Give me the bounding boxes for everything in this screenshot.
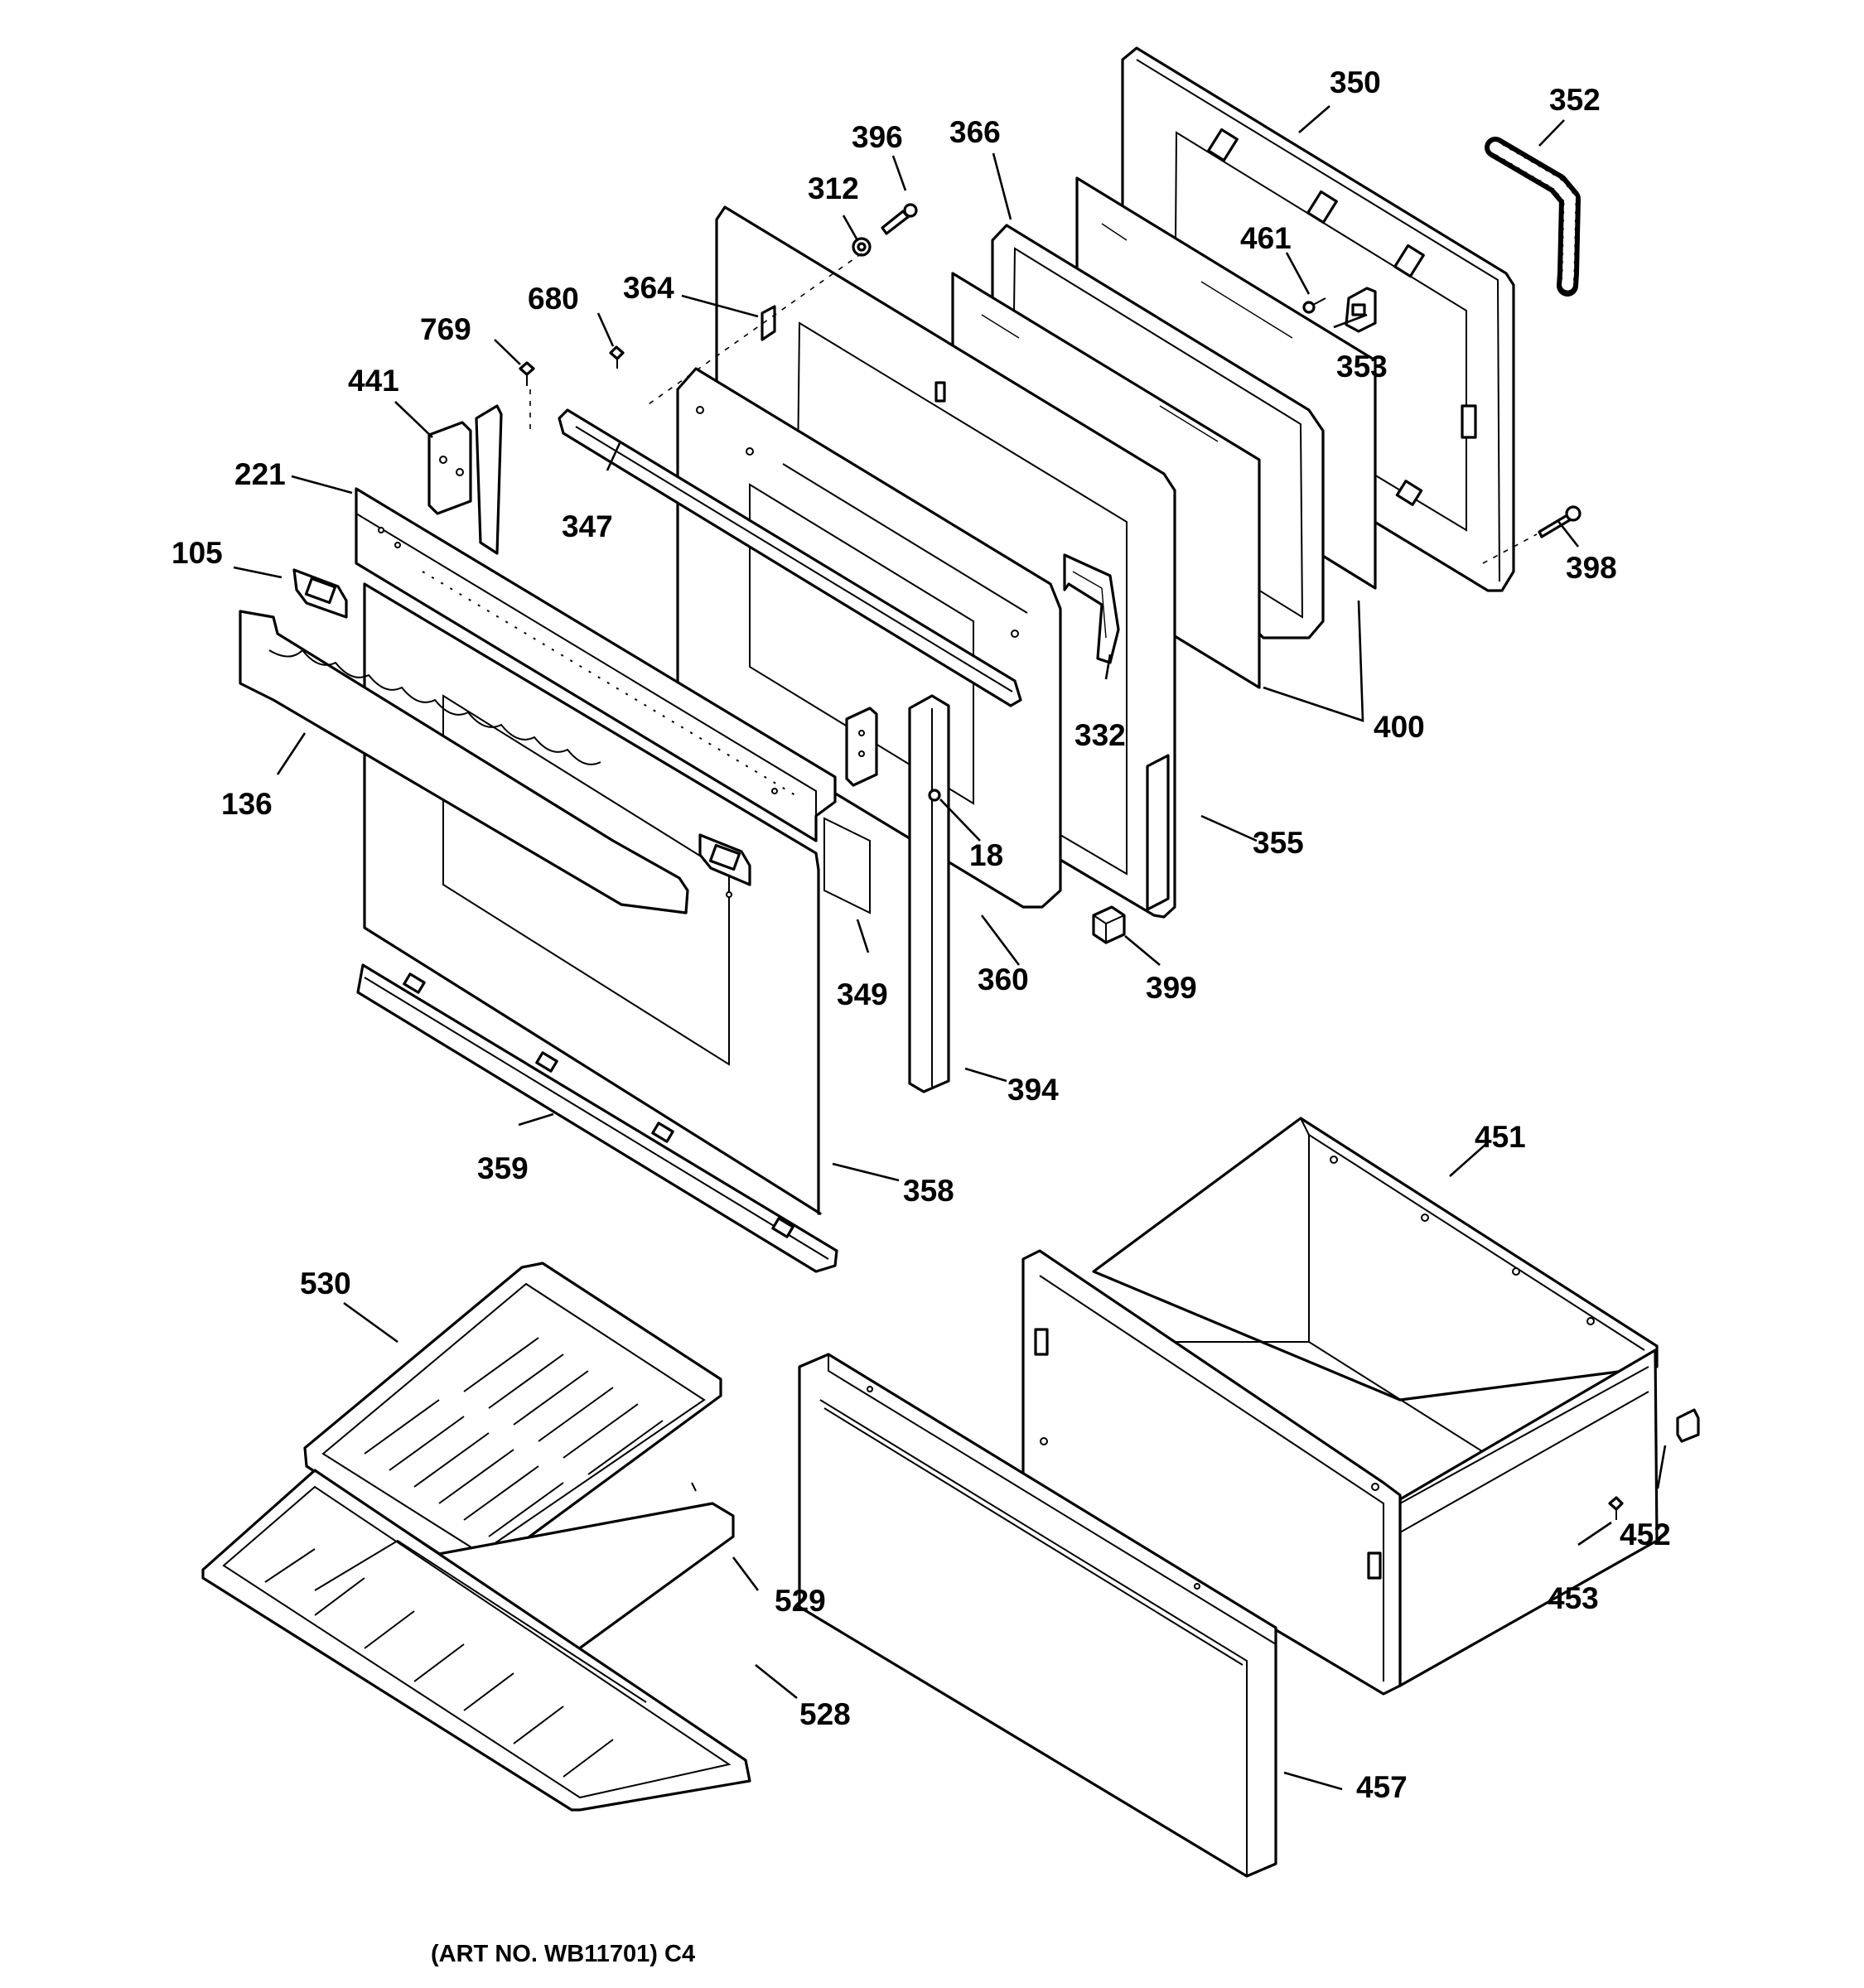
drawer-glide-452 xyxy=(1676,1408,1700,1443)
hinge-bracket-441 xyxy=(427,404,503,555)
callout-labels: 350 352 396 366 312 461 364 680 353 769 … xyxy=(171,65,1671,1804)
callout-394: 394 xyxy=(1007,1073,1059,1107)
spacer-312 xyxy=(852,237,872,257)
screw-396 xyxy=(881,203,918,235)
callout-528: 528 xyxy=(799,1697,851,1731)
callout-451: 451 xyxy=(1475,1120,1526,1154)
handle-end-cap-right xyxy=(698,833,751,886)
callout-452: 452 xyxy=(1620,1518,1671,1551)
handle-end-cap-105 xyxy=(292,568,348,619)
callout-396: 396 xyxy=(852,120,903,154)
screw-461 xyxy=(1302,297,1326,314)
door-bumper-399 xyxy=(1092,905,1126,944)
callout-769: 769 xyxy=(420,312,471,346)
screw-680 xyxy=(609,345,625,369)
door-inner-panel-360 xyxy=(676,367,1062,909)
callout-529: 529 xyxy=(775,1584,826,1618)
leader-lines xyxy=(233,105,1667,1791)
callout-680: 680 xyxy=(528,282,579,316)
oven-rack-528 xyxy=(201,1469,751,1812)
callout-366: 366 xyxy=(949,115,1001,149)
callout-136: 136 xyxy=(221,787,273,821)
callout-359: 359 xyxy=(477,1151,529,1185)
callout-352: 352 xyxy=(1549,83,1601,117)
callout-332: 332 xyxy=(1074,718,1126,752)
door-bottom-trim-359 xyxy=(356,963,838,1273)
callout-398: 398 xyxy=(1566,551,1617,585)
callout-457: 457 xyxy=(1356,1770,1408,1804)
screw-398 xyxy=(1482,505,1582,564)
callout-400: 400 xyxy=(1374,710,1425,744)
callout-347: 347 xyxy=(562,509,613,543)
callout-453: 453 xyxy=(1548,1581,1599,1615)
callout-221: 221 xyxy=(234,457,286,491)
screw-18 xyxy=(928,789,941,802)
drawer-body-451 xyxy=(1092,1117,1659,1687)
vent-panel-221 xyxy=(355,487,837,842)
insulation-strip-349 xyxy=(823,817,871,914)
drawer-front-panel-457 xyxy=(798,1353,1277,1878)
callout-350: 350 xyxy=(1330,65,1381,99)
screw-769 xyxy=(519,361,535,386)
outer-door-panel-358 xyxy=(363,582,822,1215)
callout-355: 355 xyxy=(1253,826,1304,860)
callout-349: 349 xyxy=(837,977,888,1011)
callout-530: 530 xyxy=(300,1267,351,1300)
callout-312: 312 xyxy=(808,171,859,205)
insulation-332 xyxy=(1063,553,1120,664)
callout-461: 461 xyxy=(1240,221,1292,255)
screw-453 xyxy=(1608,1496,1624,1520)
callout-18: 18 xyxy=(969,838,1003,872)
callout-358: 358 xyxy=(903,1174,954,1208)
callout-105: 105 xyxy=(171,536,223,570)
callout-360: 360 xyxy=(978,963,1029,996)
callout-441: 441 xyxy=(348,364,399,398)
callout-399: 399 xyxy=(1146,971,1197,1005)
callout-353: 353 xyxy=(1336,350,1388,384)
door-handle-136 xyxy=(239,610,689,914)
door-back-frame-350 xyxy=(1121,46,1515,592)
door-top-bar-347 xyxy=(558,408,1022,707)
callout-364: 364 xyxy=(623,271,674,305)
art-number: (ART NO. WB11701) C4 xyxy=(431,1941,695,1967)
